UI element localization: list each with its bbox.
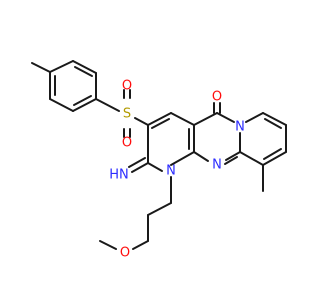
bond-left-ring-double	[151, 118, 170, 129]
atom-labels: S O O O N N N HN O	[109, 79, 245, 261]
bond-right-ring	[262, 112, 287, 126]
bond-left-ring	[147, 112, 172, 126]
bond-tolyl-ring	[49, 60, 74, 73]
sulfonyl-oxygen-label: O	[122, 79, 132, 94]
bond-right-ring	[245, 112, 264, 123]
middle-nitrogen-label: N	[212, 158, 222, 173]
bond-tolyl-ring	[72, 60, 97, 74]
bond-left-ring	[170, 151, 195, 166]
sulfur-atom-label: S	[123, 107, 131, 122]
bond-tolyl-aromatic-inner	[74, 66, 93, 77]
bond-middle-ring	[193, 151, 209, 162]
bonds	[31, 60, 287, 250]
bond-right-ring-double	[264, 118, 282, 129]
bond-chain	[147, 202, 172, 216]
bond-tolyl-ring	[72, 98, 97, 112]
bond-sulfur-ring	[134, 117, 149, 126]
bridge-nitrogen-label: N	[235, 120, 245, 135]
bond-chain	[132, 240, 149, 250]
sulfonyl-oxygen-label: O	[122, 136, 132, 151]
bond-middle-ring	[225, 151, 241, 161]
bond-middle-ring	[216, 112, 235, 123]
bond-middle-ring	[193, 112, 218, 126]
bond-methyl-tolyl	[31, 62, 51, 73]
bond-right-ring	[262, 151, 287, 166]
ring-nitrogen-label: N	[166, 164, 176, 179]
ether-oxygen-label: O	[120, 246, 130, 261]
bond-tolyl-sulfur	[95, 98, 120, 112]
bond-right-ring-double	[263, 148, 282, 160]
bond-imine-double	[128, 157, 146, 168]
bond-middle-ring-double	[224, 156, 238, 165]
bond-right-ring	[239, 151, 264, 166]
bond-imine-double	[131, 162, 149, 173]
bond-tolyl-ring	[49, 98, 74, 112]
imine-nh-label: HN	[109, 168, 129, 183]
molecule-structure-canvas: S O O O N N N HN O	[31, 60, 287, 261]
bond-left-ring	[147, 162, 163, 172]
bond-tolyl-aromatic-inner	[73, 95, 92, 106]
bond-left-ring	[170, 112, 195, 126]
bond-chain	[99, 240, 117, 250]
carbonyl-oxygen-label: O	[212, 90, 222, 105]
